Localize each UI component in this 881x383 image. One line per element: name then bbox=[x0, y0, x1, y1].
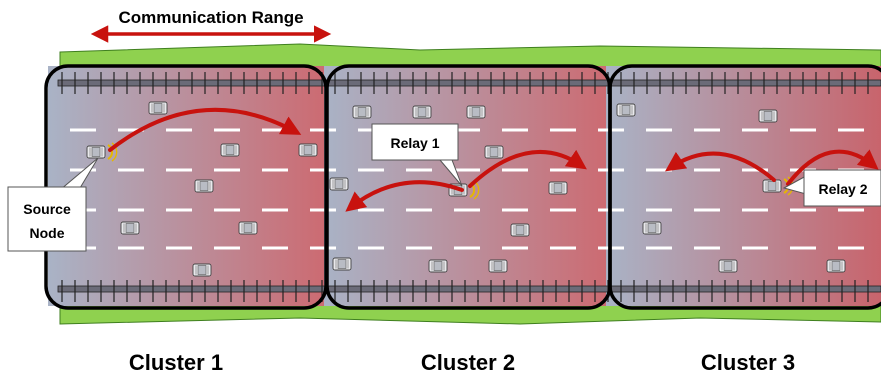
arrow-relay1-backward bbox=[345, 180, 464, 212]
car-icon bbox=[412, 105, 432, 119]
guardrail-top bbox=[57, 72, 881, 94]
relay-2-label: Relay 2 bbox=[818, 181, 867, 197]
arrow-relay2-forward bbox=[786, 149, 879, 186]
relay-1-label: Relay 1 bbox=[390, 135, 439, 151]
cluster-3-label: Cluster 3 bbox=[701, 350, 795, 375]
transmission-arrows bbox=[108, 107, 879, 212]
cluster-3-border bbox=[608, 64, 881, 310]
car-icon bbox=[758, 109, 778, 123]
cluster-2-label: Cluster 2 bbox=[421, 350, 515, 375]
source-node-label-line1: Source bbox=[23, 201, 71, 217]
arrow-relay1-forward bbox=[468, 149, 587, 188]
source-node-label-line2: Node bbox=[30, 225, 65, 241]
lane-markings bbox=[70, 128, 864, 250]
car-icon bbox=[642, 221, 662, 235]
car-icon bbox=[329, 177, 349, 191]
car-icon bbox=[762, 179, 782, 193]
relay-2-callout: Relay 2 bbox=[782, 169, 881, 207]
guardrail-bottom bbox=[57, 280, 881, 302]
car-icon bbox=[488, 259, 508, 273]
car-icon bbox=[826, 259, 846, 273]
arrow-relay2-backward bbox=[665, 151, 776, 182]
communication-range-indicator: Communication Range bbox=[90, 8, 332, 43]
arrow-source-to-cluster1-edge bbox=[108, 107, 302, 152]
car-icon bbox=[466, 105, 486, 119]
car-icon bbox=[616, 103, 636, 117]
car-icon bbox=[120, 221, 140, 235]
car-icon bbox=[192, 263, 212, 277]
car-icon bbox=[548, 181, 568, 195]
source-node-callout: Source Node bbox=[7, 157, 99, 252]
car-icon bbox=[352, 105, 372, 119]
car-icon bbox=[484, 145, 504, 159]
car-icon bbox=[86, 145, 106, 159]
communication-range-label: Communication Range bbox=[118, 8, 303, 27]
car-icon bbox=[220, 143, 240, 157]
car-icon bbox=[718, 259, 738, 273]
car-icon bbox=[428, 259, 448, 273]
car-icon bbox=[332, 257, 352, 271]
road-segment-1 bbox=[48, 66, 324, 306]
cluster-1-label: Cluster 1 bbox=[129, 350, 223, 375]
cluster-labels: Cluster 1 Cluster 2 Cluster 3 bbox=[129, 350, 795, 375]
car-icon bbox=[510, 223, 530, 237]
car-icon bbox=[298, 143, 318, 157]
car-icon bbox=[238, 221, 258, 235]
car-icon bbox=[194, 179, 214, 193]
car-icon bbox=[148, 101, 168, 115]
relay-1-callout: Relay 1 bbox=[371, 123, 463, 187]
